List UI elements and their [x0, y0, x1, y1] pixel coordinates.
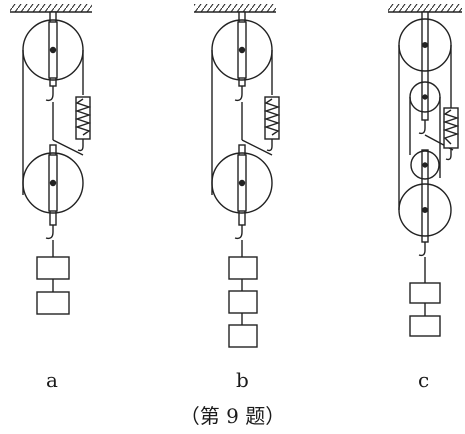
- weight-block: [409, 315, 441, 337]
- fixed-pulley-frame: [421, 11, 429, 121]
- spring-scale: [442, 107, 460, 161]
- figure-caption: （第 9 题）: [179, 404, 286, 428]
- weight-stack: [36, 240, 70, 315]
- fixed-pulley: [22, 11, 84, 87]
- movable-pulley: [22, 144, 84, 226]
- weight-block: [228, 324, 258, 348]
- weight-block: [409, 282, 441, 304]
- weight-stack: [409, 257, 441, 337]
- panel-a: [10, 4, 92, 315]
- weight-block: [36, 291, 70, 315]
- hook: [418, 120, 426, 135]
- movable-pulley: [398, 183, 452, 237]
- ceiling: [10, 4, 92, 13]
- panel-c: [388, 4, 462, 337]
- ceiling: [388, 4, 462, 13]
- hook: [418, 242, 426, 257]
- weight-block: [36, 256, 70, 280]
- hook: [234, 225, 243, 240]
- weight-stack: [228, 240, 258, 348]
- rope: [211, 50, 273, 195]
- panel-b: [194, 4, 281, 348]
- hook: [45, 225, 54, 240]
- ceiling: [194, 4, 276, 13]
- fixed-pulley: [211, 11, 273, 87]
- movable-pulley-small: [410, 150, 440, 180]
- hook: [45, 86, 54, 102]
- weight-block: [228, 290, 258, 314]
- hook: [234, 86, 243, 102]
- panel-label-b: b: [236, 368, 249, 392]
- spring-scale: [74, 96, 92, 152]
- weight-block: [228, 256, 258, 280]
- movable-pulley: [211, 144, 273, 226]
- rope: [22, 50, 84, 195]
- panel-label-c: c: [418, 368, 430, 392]
- panel-label-a: a: [46, 368, 58, 392]
- spring-scale: [263, 96, 281, 152]
